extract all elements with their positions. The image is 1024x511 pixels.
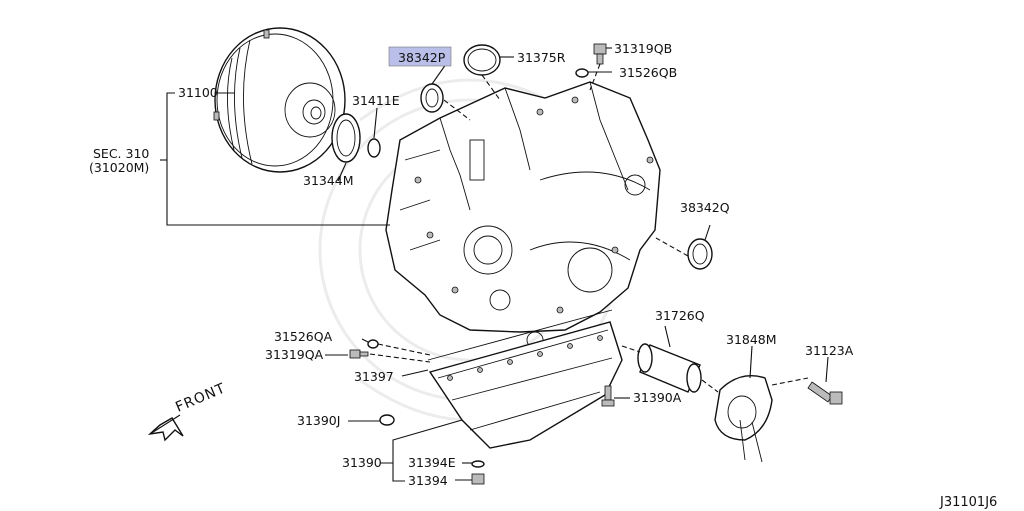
label-31100[interactable]: 31100 xyxy=(178,85,218,100)
oil-filter-31726Q[interactable] xyxy=(637,343,702,393)
label-31390[interactable]: 31390 xyxy=(342,455,382,470)
label-sec-310-ref[interactable]: (31020M) xyxy=(89,160,149,175)
label-31344M[interactable]: 31344M xyxy=(303,173,354,188)
transaxle-case[interactable] xyxy=(385,81,661,349)
label-sec-310[interactable]: SEC. 310 xyxy=(93,146,149,161)
plug-31319QA[interactable] xyxy=(349,349,369,359)
magnet-31390J[interactable] xyxy=(379,414,395,426)
label-31848M[interactable]: 31848M xyxy=(726,332,777,347)
label-31411E[interactable]: 31411E xyxy=(352,93,400,108)
o-ring-31375R[interactable] xyxy=(463,44,501,76)
filter-cover-31848M[interactable] xyxy=(714,375,773,463)
washer-31526QB[interactable] xyxy=(575,68,589,78)
label-31726Q[interactable]: 31726Q xyxy=(655,308,705,323)
label-31390J[interactable]: 31390J xyxy=(297,413,340,428)
drain-plug-31319QB[interactable] xyxy=(593,43,607,65)
label-31375R[interactable]: 31375R xyxy=(517,50,566,65)
label-31394[interactable]: 31394 xyxy=(408,473,448,488)
highlight-38342P xyxy=(388,46,452,67)
oil-seal-38342Q[interactable] xyxy=(687,238,713,270)
label-38342Q[interactable]: 38342Q xyxy=(680,200,730,215)
bolt-31394[interactable] xyxy=(471,473,485,485)
diagram-code: J31101J6 xyxy=(939,495,997,510)
gasket-31397[interactable] xyxy=(427,309,613,361)
oil-pan-31390[interactable] xyxy=(428,321,623,449)
washer-31526QA[interactable] xyxy=(367,339,379,349)
bolt-31390A[interactable] xyxy=(601,385,615,407)
label-38342P[interactable]: 38342P xyxy=(398,50,446,65)
label-31397[interactable]: 31397 xyxy=(354,369,394,384)
label-31123A[interactable]: 31123A xyxy=(805,343,854,358)
leader-lines xyxy=(160,47,829,482)
torque-converter[interactable] xyxy=(213,27,346,173)
label-31394E[interactable]: 31394E xyxy=(408,455,456,470)
label-31390A[interactable]: 31390A xyxy=(633,390,682,405)
washer-31394E[interactable] xyxy=(471,460,485,468)
label-31526QB[interactable]: 31526QB xyxy=(619,65,677,80)
front-label: FRONT xyxy=(173,380,228,415)
front-arrow: FRONT xyxy=(147,380,228,442)
label-31319QB[interactable]: 31319QB xyxy=(614,41,672,56)
oil-seal-38342P[interactable] xyxy=(420,83,444,113)
o-ring-31411E[interactable] xyxy=(367,138,381,158)
bolt-31123A[interactable] xyxy=(807,381,843,405)
label-31319QA[interactable]: 31319QA xyxy=(265,347,324,362)
label-31526QA[interactable]: 31526QA xyxy=(274,329,333,344)
oil-seal-31344M[interactable] xyxy=(331,113,361,163)
